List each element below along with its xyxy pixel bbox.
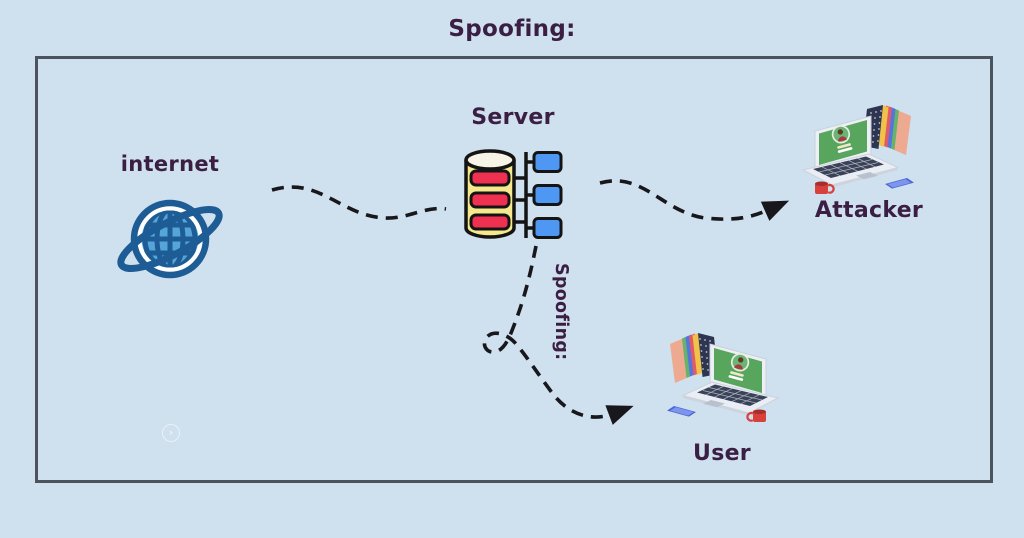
internet-node-label: internet — [120, 152, 220, 176]
user-workstation-icon — [665, 331, 780, 424]
attacker-workstation-icon — [801, 103, 916, 196]
attacker-node-label: Attacker — [814, 198, 924, 223]
globe-orbit-ring — [117, 206, 223, 272]
database-cylinder — [464, 149, 516, 239]
diagram-frame — [35, 56, 993, 483]
network-nodes — [514, 151, 563, 239]
diagram-title: Spoofing: — [448, 16, 576, 42]
user-node-label: User — [693, 441, 751, 466]
globe-icon — [117, 199, 223, 279]
chevron-circle-icon: › — [162, 424, 180, 442]
spoofing-flow-label: Spoofing: — [551, 263, 571, 361]
server-node-label: Server — [471, 105, 555, 130]
server-database-icon — [464, 149, 563, 239]
